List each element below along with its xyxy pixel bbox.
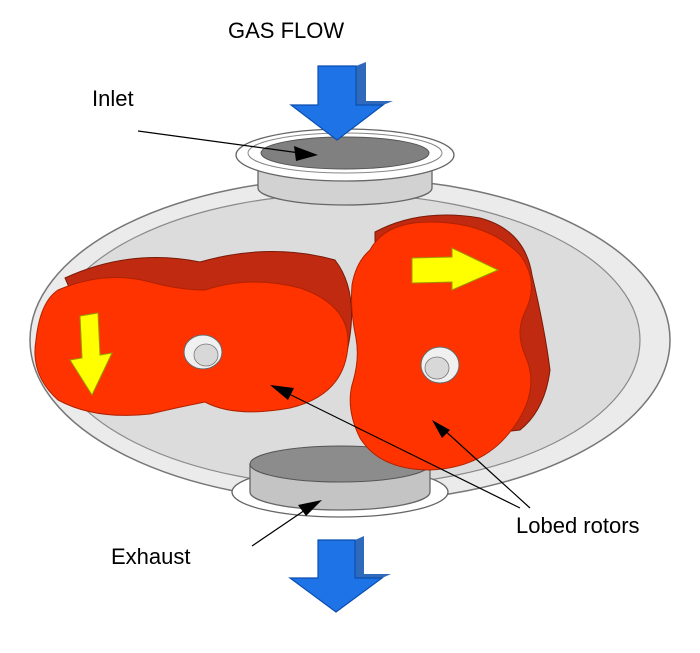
exhaust-port <box>231 445 449 518</box>
exhaust-leader <box>251 500 322 547</box>
lobed-rotors-label: Lobed rotors <box>516 513 640 538</box>
lobed-rotors-leader-left <box>270 385 521 509</box>
left-lobed-rotor <box>34 251 353 416</box>
inlet-port <box>235 128 455 206</box>
arrow-down-icon <box>69 312 113 397</box>
arrow-right-icon <box>411 247 500 291</box>
gas-flow-label: GAS FLOW <box>228 18 344 43</box>
right-rotor-face <box>349 221 532 471</box>
gas-exhaust-arrow <box>288 536 391 613</box>
inlet-leader <box>137 130 318 161</box>
inlet-opening <box>260 136 430 170</box>
gas-inlet-arrow <box>289 62 393 141</box>
inlet-label: Inlet <box>92 86 134 111</box>
lobed-rotors-leader-right <box>432 420 531 509</box>
exhaust-label: Exhaust <box>111 544 191 569</box>
